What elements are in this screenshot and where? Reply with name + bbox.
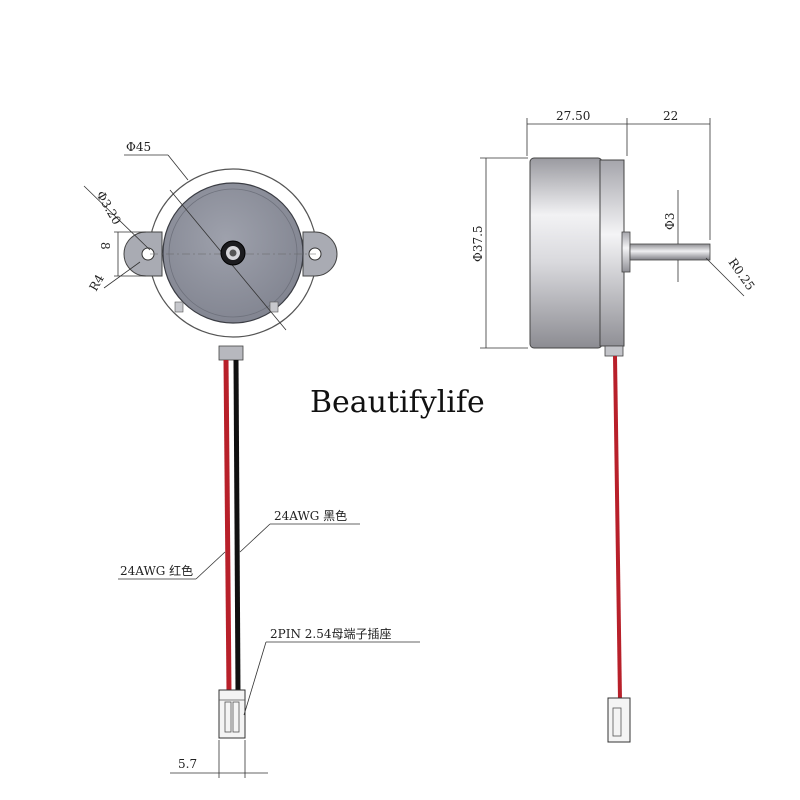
motor-can: [529, 157, 603, 349]
side-connector: [607, 697, 631, 743]
motor-shaft: [629, 243, 711, 261]
dim-ear-radius: R4: [86, 272, 107, 294]
wire-black: [233, 359, 241, 693]
connector-housing: [218, 689, 246, 739]
dim-connector-width: 5.7: [178, 757, 197, 771]
motor-end-cap: [599, 159, 625, 347]
wire-red: [223, 359, 232, 693]
dim-hole-diameter: Φ3.20: [93, 189, 123, 228]
front-view: Φ45 Φ3.20 8 R4 24AWG 黑色 24AWG 红色 2PIN 2.…: [83, 140, 420, 778]
brand-watermark: Beautifylife: [310, 385, 485, 420]
side-wire-red: [613, 355, 622, 701]
dim-shaft-diameter: Φ3: [663, 213, 677, 230]
dim-shaft-length: 22: [663, 109, 678, 123]
side-view: 27.50 22 Φ37.5 Φ3 R0.25: [471, 109, 758, 743]
label-connector: 2PIN 2.54母端子插座: [270, 626, 391, 641]
wire-exit: [218, 345, 244, 361]
dim-body-length: 27.50: [556, 109, 590, 123]
dim-outer-diameter: Φ45: [126, 140, 151, 154]
shaft-boss: [621, 231, 631, 273]
dim-ear-height: 8: [98, 242, 112, 250]
label-wire-red: 24AWG 红色: [120, 563, 193, 578]
label-wire-black: 24AWG 黑色: [274, 509, 347, 523]
dim-body-diameter: Φ37.5: [471, 225, 485, 262]
dim-shaft-tip-radius: R0.25: [726, 256, 758, 293]
